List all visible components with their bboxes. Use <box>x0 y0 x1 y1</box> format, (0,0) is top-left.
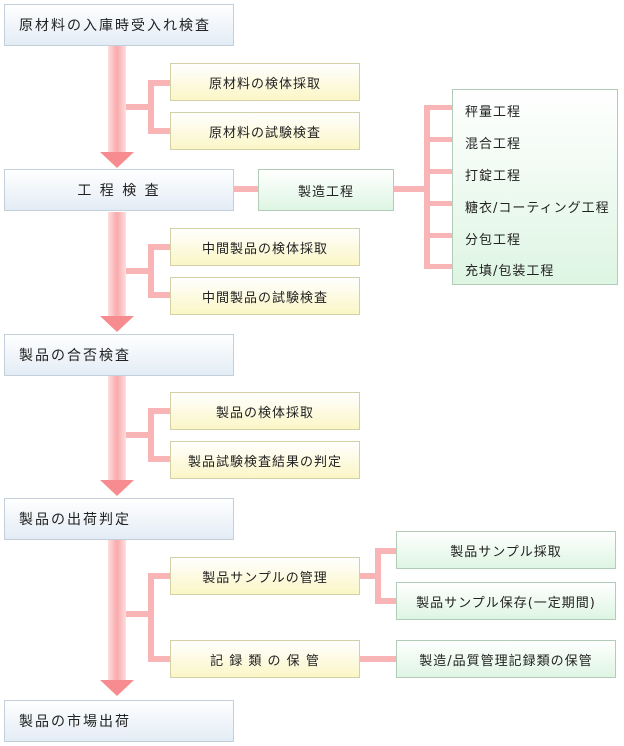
sub-product-sample-management: 製品サンプルの管理 <box>170 557 360 595</box>
records-retention: 製造/品質管理記録類の保管 <box>396 640 616 678</box>
connector <box>375 548 396 554</box>
process-item-mixing: 混合工程 <box>465 137 522 152</box>
step-shipment-decision: 製品の出荷判定 <box>4 498 234 540</box>
step-product-pass-fail: 製品の合否検査 <box>4 334 234 376</box>
connector <box>394 186 424 192</box>
sub-label: 製品試験検査結果の判定 <box>187 454 342 470</box>
product-sample-collection: 製品サンプル採取 <box>396 531 616 569</box>
connector <box>126 268 150 274</box>
flow-arrow-head-1 <box>100 152 134 168</box>
connector <box>148 80 154 134</box>
sub-raw-sample-collection: 原材料の検体採取 <box>170 63 360 101</box>
connector <box>424 201 452 206</box>
process-item-tableting: 打錠工程 <box>465 169 522 184</box>
flow-arrow-shaft-4 <box>108 540 126 682</box>
process-steps-panel: 秤量工程 混合工程 打錠工程 糖衣/コーティング工程 分包工程 充填/包装工程 <box>452 89 618 285</box>
step-label: 製品の合否検査 <box>19 348 131 364</box>
connector <box>375 598 396 604</box>
sub-label: 原材料の検体採取 <box>208 76 321 92</box>
connector <box>148 408 154 462</box>
connector <box>424 264 452 269</box>
connector <box>148 656 170 662</box>
step-label: 工 程 検 査 <box>77 183 161 199</box>
sub-label: 中間製品の検体採取 <box>201 241 328 257</box>
sub-intermediate-sample-collection: 中間製品の検体採取 <box>170 228 360 266</box>
sub-label: 記 録 類 の 保 管 <box>210 653 320 669</box>
flow-arrow-shaft-2 <box>108 212 126 318</box>
sub-label: 中間製品の試験検査 <box>201 290 328 306</box>
connector <box>424 137 452 142</box>
mint-label: 製品サンプル採取 <box>450 544 562 560</box>
connector <box>148 128 170 134</box>
connector <box>148 80 170 86</box>
connector <box>148 244 154 298</box>
connector <box>126 432 150 438</box>
step-label: 原材料の入庫時受入れ検査 <box>19 18 211 34</box>
sub-raw-test: 原材料の試験検査 <box>170 112 360 150</box>
mint-label: 製造/品質管理記録類の保管 <box>419 653 593 669</box>
manufacturing-process: 製造工程 <box>258 169 394 211</box>
connector <box>126 104 150 110</box>
connector <box>126 611 150 617</box>
connector <box>234 186 258 192</box>
product-sample-retention: 製品サンプル保存(一定期間) <box>396 582 616 620</box>
sub-intermediate-test: 中間製品の試験検査 <box>170 277 360 315</box>
flow-arrow-shaft-1 <box>108 46 126 154</box>
sub-product-result-judgement: 製品試験検査結果の判定 <box>170 441 360 479</box>
flow-arrow-shaft-3 <box>108 376 126 482</box>
process-item-filling: 充填/包装工程 <box>465 264 555 279</box>
sub-label: 製品の検体採取 <box>215 405 314 421</box>
connector <box>375 548 381 604</box>
mint-label: 製品サンプル保存(一定期間) <box>416 595 596 611</box>
process-item-weighing: 秤量工程 <box>465 105 522 120</box>
step-process-inspection: 工 程 検 査 <box>4 169 234 211</box>
connector <box>424 169 452 174</box>
connector <box>148 292 170 298</box>
step-label: 製品の市場出荷 <box>19 714 131 730</box>
connector <box>424 105 452 110</box>
sub-product-sample-collection: 製品の検体採取 <box>170 392 360 430</box>
process-label: 製造工程 <box>297 184 354 200</box>
sub-label: 原材料の試験検査 <box>208 125 321 141</box>
connector <box>424 233 452 238</box>
step-label: 製品の出荷判定 <box>19 512 131 528</box>
flow-arrow-head-2 <box>100 316 134 332</box>
flow-arrow-head-4 <box>100 680 134 696</box>
sub-records-storage: 記 録 類 の 保 管 <box>170 640 360 678</box>
connector <box>148 244 170 250</box>
step-market-shipment: 製品の市場出荷 <box>4 700 234 742</box>
connector <box>148 573 154 662</box>
step-raw-material-inspection: 原材料の入庫時受入れ検査 <box>4 4 234 46</box>
connector <box>148 573 170 579</box>
connector <box>148 408 170 414</box>
connector <box>148 456 170 462</box>
sub-label: 製品サンプルの管理 <box>202 570 328 586</box>
connector <box>360 573 378 579</box>
process-item-coating: 糖衣/コーティング工程 <box>465 201 610 216</box>
process-item-packaging: 分包工程 <box>465 233 522 248</box>
connector <box>424 105 430 269</box>
flow-arrow-head-3 <box>100 480 134 496</box>
connector <box>360 656 396 662</box>
